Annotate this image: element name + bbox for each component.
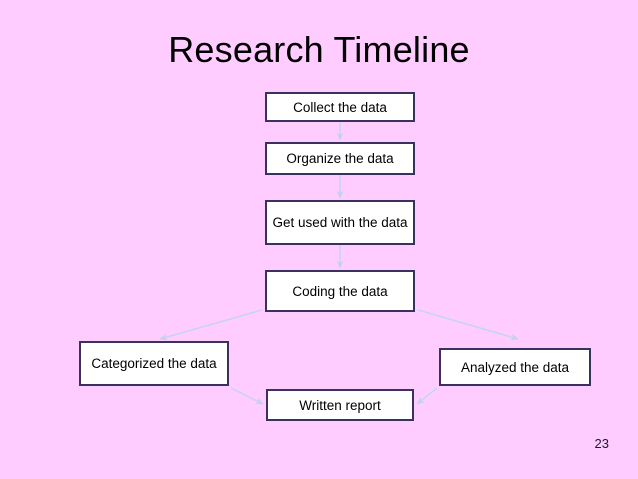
page-title: Research Timeline <box>168 29 470 70</box>
edge-coding-analyzed <box>417 309 519 341</box>
edge-analyzed-written <box>416 387 438 405</box>
flow-node-organize[interactable]: Organize the data <box>265 142 415 175</box>
flow-node-analyzed[interactable]: Analyzed the data <box>439 348 591 386</box>
flow-node-written-report[interactable]: Written report <box>266 389 414 421</box>
flow-node-categorized[interactable]: Categorized the data <box>79 341 229 386</box>
flow-node-coding[interactable]: Coding the data <box>265 270 415 312</box>
edge-coding-categorized <box>159 309 263 341</box>
edge-categorized-written <box>230 387 264 405</box>
flow-node-get-used-with-the-data[interactable]: Get used with the data <box>265 200 415 245</box>
flow-node-collect[interactable]: Collect the data <box>265 92 415 122</box>
page-number: 23 <box>594 436 609 451</box>
